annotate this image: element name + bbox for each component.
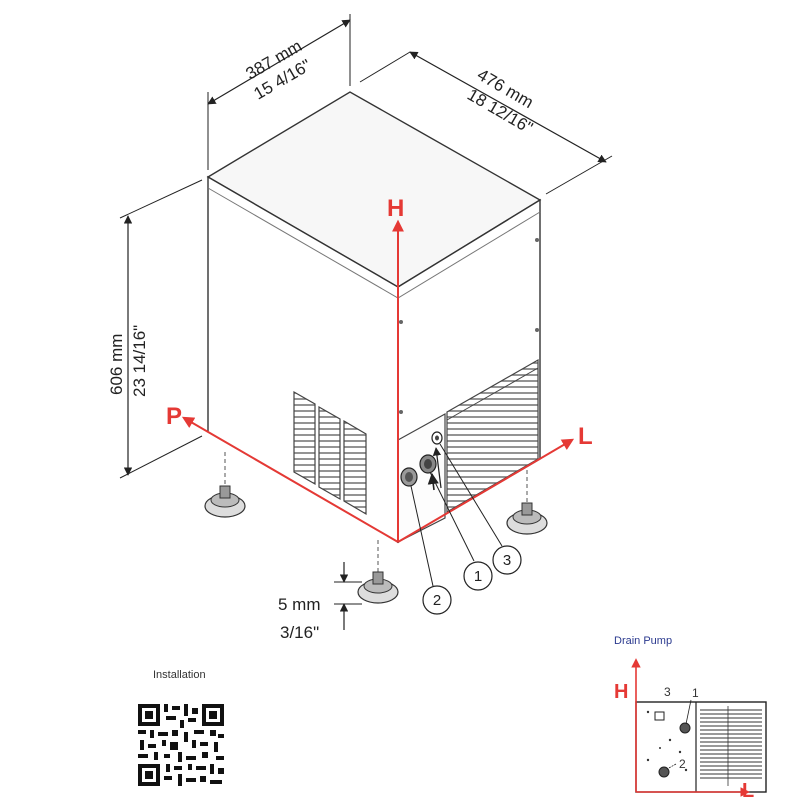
foot-left [204, 452, 246, 518]
connector-callouts: 2 1 3 [410, 443, 522, 615]
inset-callout-2: 2 [679, 757, 686, 771]
inset-callout-1: 1 [692, 686, 699, 700]
drain-pump-title: Drain Pump [614, 635, 672, 647]
height-in-label: 23 14/16" [130, 325, 149, 397]
svg-text:2: 2 [433, 592, 441, 609]
foot-in-label: 3/16" [280, 623, 319, 642]
installation-qr-code [138, 704, 224, 786]
svg-text:3: 3 [503, 552, 511, 569]
water-inlet-connector [419, 454, 437, 474]
callout-3: 3 [492, 545, 522, 575]
inset-axis-h-label: H [614, 681, 628, 703]
inset-axis-l-label: L [742, 780, 754, 800]
foot-height-dimension: 5 mm 3/16" [278, 562, 362, 642]
height-dimension: 606 mm 23 14/16" [107, 179, 203, 479]
foot-mm-label: 5 mm [278, 595, 321, 614]
inset-connector-1 [679, 722, 691, 734]
axis-h-label: H [387, 195, 404, 222]
installation-label: Installation [153, 669, 206, 681]
foot-front [357, 540, 399, 604]
svg-text:1: 1 [474, 568, 482, 585]
axis-l-line [397, 438, 575, 543]
callout-2: 2 [422, 585, 452, 615]
foot-right [506, 470, 548, 535]
inset-callout-3: 3 [664, 685, 671, 699]
inset-connector-2 [658, 766, 670, 778]
reference-axes: H P L [166, 195, 593, 543]
drain-pump-inset: Drain Pump 3 1 2 H L [614, 635, 767, 802]
power-connector [431, 431, 443, 445]
inset-connector-3 [654, 711, 665, 721]
inset-grille [700, 706, 762, 786]
axis-l-label: L [578, 423, 593, 450]
callout-1: 1 [463, 561, 493, 591]
axis-p-line [181, 416, 399, 543]
drain-connector [400, 467, 418, 487]
height-mm-label: 606 mm [107, 334, 126, 395]
connection-panel [397, 412, 446, 543]
cabinet-feet [204, 452, 548, 604]
axis-p-label: P [166, 403, 182, 430]
left-vent-grille [293, 390, 367, 516]
